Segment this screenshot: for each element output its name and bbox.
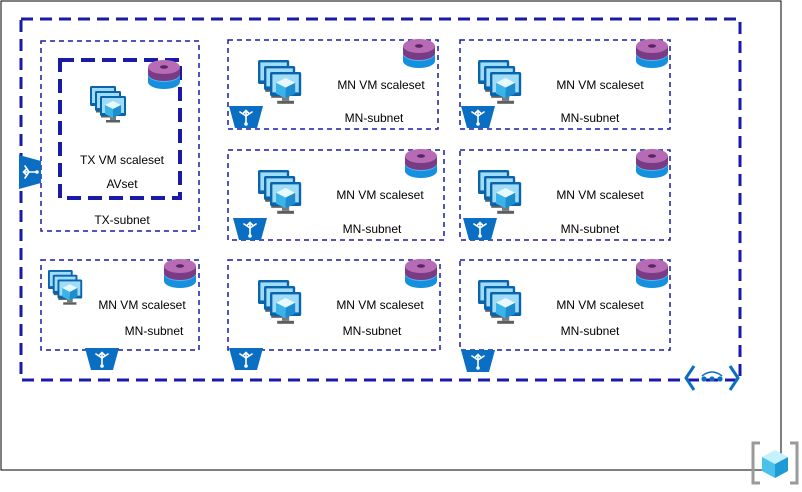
mn-subnet-label: MN-subnet [561,222,620,236]
load-balancer-icon [460,105,496,129]
load-balancer-icon [228,347,264,371]
mn-subnet-label: MN-subnet [561,324,620,338]
mn-subnet-label: MN-subnet [343,324,402,338]
tx-subnet-label: TX-subnet [94,213,150,227]
mn-vm-label: MN VM scaleset [556,78,644,92]
load-balancer-icon [228,105,264,129]
mn-vm-label: MN VM scaleset [336,298,424,312]
mn-subnet-label: MN-subnet [125,324,184,338]
managed-disk-icon [405,149,437,178]
mn-subnet-label: MN-subnet [561,111,620,125]
mn-vm-label: MN VM scaleset [98,298,186,312]
mn-subnet-box [459,149,671,241]
mn-subnet-box [459,259,671,351]
mn-vm-label: MN VM scaleset [556,188,644,202]
vnet-boundary [19,17,742,382]
managed-disk-icon [403,39,435,68]
managed-disk-icon [636,39,668,68]
avset-box [58,58,182,200]
load-balancer-icon [18,154,42,190]
managed-disk-icon [636,259,668,288]
managed-disk-icon [636,149,668,178]
load-balancer-icon [460,349,496,373]
mn-vm-label: MN VM scaleset [556,298,644,312]
mn-subnet-box [227,39,439,130]
load-balancer-icon [232,217,268,241]
mn-subnet-box [227,259,441,351]
managed-disk-icon [148,60,180,89]
tx-vm-label: TX VM scaleset [80,153,165,167]
mn-subnet-box [227,149,445,241]
tx-subnet-box [40,40,200,232]
load-balancer-icon [462,217,498,241]
virtual-network-icon [684,365,740,391]
mn-subnet-label: MN-subnet [345,111,404,125]
managed-disk-icon [405,259,437,288]
mn-subnet-box [459,39,671,130]
managed-disk-icon [164,259,196,288]
mn-subnet-box [40,259,200,351]
mn-vm-label: MN VM scaleset [336,188,424,202]
avset-label: AVset [106,177,138,191]
mn-subnet-label: MN-subnet [343,222,402,236]
resource-group-icon [751,441,799,485]
outer-frame [0,0,782,471]
mn-vm-label: MN VM scaleset [337,78,425,92]
